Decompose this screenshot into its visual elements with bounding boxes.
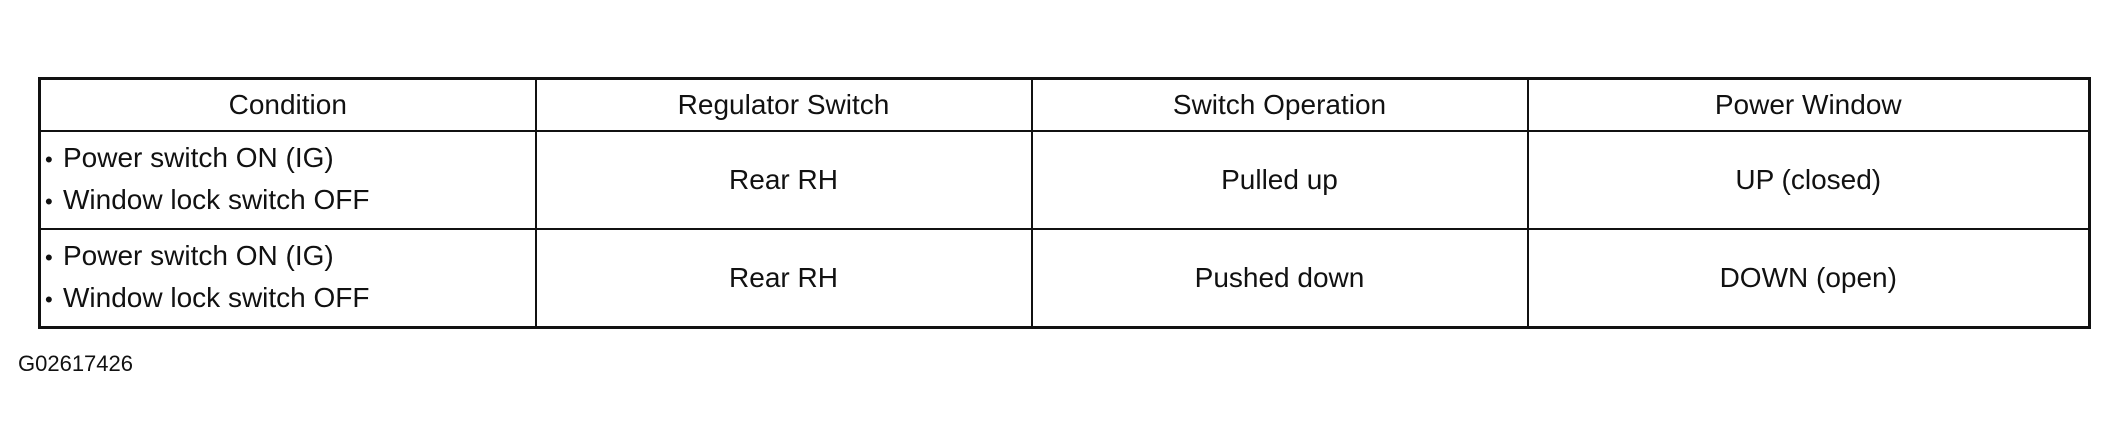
table-row: • Power switch ON (IG) • Window lock switc… xyxy=(38,228,2091,329)
power-window-cell: DOWN (open) xyxy=(1526,228,2091,329)
condition-text: Window lock switch OFF xyxy=(63,282,370,313)
switch-operation-cell: Pushed down xyxy=(1030,228,1529,329)
condition-cell: • Power switch ON (IG) • Window lock switc… xyxy=(38,130,537,230)
switch-operation-cell: Pulled up xyxy=(1030,130,1529,230)
condition-text: Window lock switch OFF xyxy=(63,184,370,215)
bullet-icon: • xyxy=(45,287,53,312)
condition-line: • Window lock switch OFF xyxy=(45,180,527,222)
header-regulator-switch: Regulator Switch xyxy=(534,77,1033,132)
bullet-icon: • xyxy=(45,245,53,270)
regulator-switch-cell: Rear RH xyxy=(534,228,1033,329)
power-window-condition-table: Condition Regulator Switch Switch Operat… xyxy=(38,77,2091,329)
bullet-icon: • xyxy=(45,147,53,172)
condition-line: • Power switch ON (IG) xyxy=(45,236,527,278)
condition-text: Power switch ON (IG) xyxy=(63,142,334,173)
condition-text: Power switch ON (IG) xyxy=(63,240,334,271)
condition-line: • Power switch ON (IG) xyxy=(45,138,527,180)
condition-line: • Window lock switch OFF xyxy=(45,278,527,320)
table-header-row: Condition Regulator Switch Switch Operat… xyxy=(38,77,2091,132)
power-window-cell: UP (closed) xyxy=(1526,130,2091,230)
condition-cell: • Power switch ON (IG) • Window lock switc… xyxy=(38,228,537,329)
header-power-window: Power Window xyxy=(1526,77,2091,132)
header-switch-operation: Switch Operation xyxy=(1030,77,1529,132)
figure-id: G02617426 xyxy=(18,351,133,376)
bullet-icon: • xyxy=(45,189,53,214)
regulator-switch-cell: Rear RH xyxy=(534,130,1033,230)
header-condition: Condition xyxy=(38,77,537,132)
table-row: • Power switch ON (IG) • Window lock switc… xyxy=(38,130,2091,230)
